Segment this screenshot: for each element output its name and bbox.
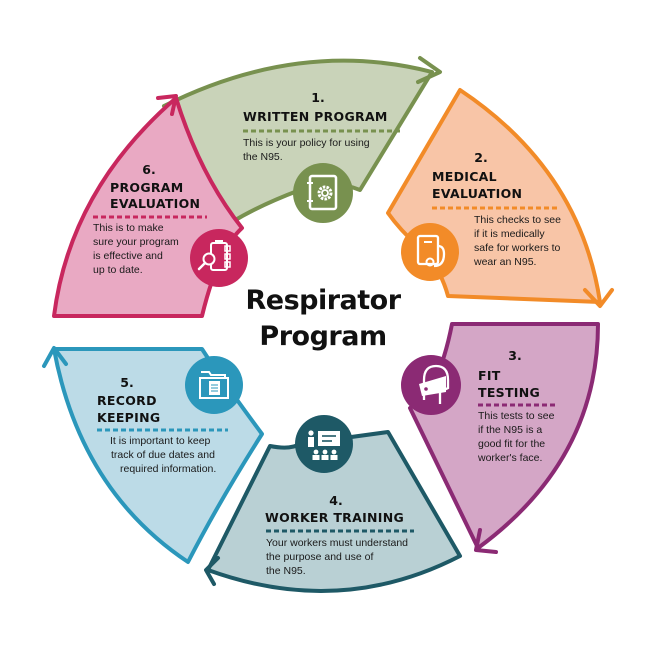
step-5-title-line-2: KEEPING (97, 410, 160, 425)
step-4-segment (206, 430, 462, 593)
step-1-written-program: 1. WRITTEN PROGRAM This is your policy f… (162, 56, 442, 224)
step-2-title-line-2: EVALUATION (432, 186, 522, 201)
step-5-arrow-head (42, 346, 68, 368)
step-4-arrow-head (204, 556, 220, 586)
step-5-record-keeping: 5. RECORD KEEPING It is important to kee… (42, 346, 264, 564)
step-6-number: 6. (142, 162, 155, 177)
step-4-worker-training: 4. WORKER TRAINING Your workers must und… (204, 415, 462, 593)
step-2-desc-line-3: safe for workers to (474, 242, 561, 254)
step-2-arrow-head (583, 288, 614, 308)
step-1-segment (162, 58, 434, 224)
step-6-desc-line-1: This is to make (93, 222, 164, 234)
step-6-program-evaluation: 6. PROGRAM EVALUATION This is to make su… (52, 94, 248, 318)
step-6-desc-line-3: is effective and (93, 250, 163, 262)
step-3-desc-line-2: if the N95 is a (478, 424, 542, 436)
step-4-desc-line-1: Your workers must understand (266, 537, 408, 549)
step-5-desc-line-2: track of due dates and (111, 449, 215, 461)
step-6-desc-line-2: sure your program (93, 236, 179, 248)
step-3-title-line-1: FIT (478, 368, 501, 383)
step-3-desc-line-3: good fit for the (478, 438, 545, 450)
step-3-fit-testing: 3. FIT TESTING This tests to see if the … (401, 322, 600, 554)
notebook-gear-icon (293, 163, 353, 223)
step-3-title-line-2: TESTING (478, 385, 540, 400)
step-1-desc-line-2: the N95. (243, 151, 283, 163)
clipboard-magnifier-icon (190, 229, 248, 287)
step-6-title-line-1: PROGRAM (110, 180, 184, 195)
step-4-title: WORKER TRAINING (265, 510, 404, 525)
step-2-title-line-1: MEDICAL (432, 169, 497, 184)
folder-document-icon (185, 356, 243, 414)
step-2-desc-line-1: This checks to see (474, 214, 561, 226)
face-mask-icon (401, 355, 461, 415)
step-4-desc-line-2: the purpose and use of (266, 551, 373, 563)
step-3-desc-line-4: worker's face. (477, 452, 542, 464)
step-2-desc-line-2: if it is medically (474, 228, 545, 240)
center-title-line-1: Respirator (245, 285, 401, 316)
step-3-arrow-head (474, 528, 498, 554)
step-6-title-line-2: EVALUATION (110, 196, 200, 211)
step-5-desc-line-3: required information. (120, 463, 216, 475)
step-3-desc-line-1: This tests to see (478, 410, 555, 422)
step-6-arrow-head (156, 94, 178, 116)
clipboard-stethoscope-icon (401, 223, 459, 281)
step-1-title: WRITTEN PROGRAM (243, 109, 388, 124)
step-6-desc-line-4: up to date. (93, 264, 143, 276)
step-5-title-line-1: RECORD (97, 393, 157, 408)
presentation-training-icon (295, 415, 353, 473)
step-1-desc-line-1: This is your policy for using (243, 137, 370, 149)
step-5-desc-line-1: It is important to keep (110, 435, 211, 447)
center-title-line-2: Program (259, 321, 386, 352)
step-1-arrow-head (416, 56, 442, 84)
step-1-number: 1. (311, 90, 324, 105)
step-2-medical-evaluation: 2. MEDICAL EVALUATION This checks to see… (386, 88, 614, 308)
step-2-number: 2. (474, 150, 487, 165)
step-5-number: 5. (120, 375, 133, 390)
step-2-desc-line-4: wear an N95. (473, 256, 536, 268)
step-4-number: 4. (329, 493, 342, 508)
step-4-desc-line-3: the N95. (266, 565, 306, 577)
step-3-number: 3. (508, 348, 521, 363)
